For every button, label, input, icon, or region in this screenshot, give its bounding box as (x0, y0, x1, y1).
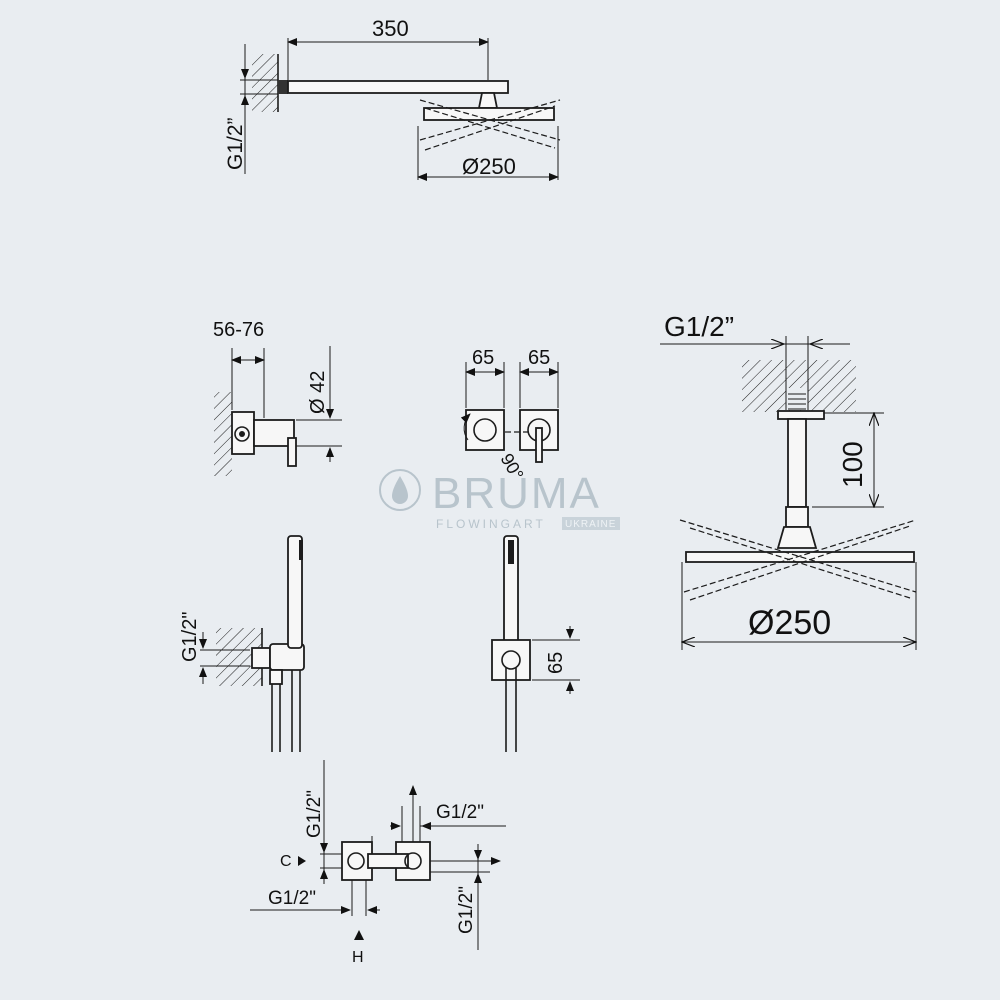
wall-hatch (252, 54, 278, 112)
mixer-side-view: 56-76 Ø 42 (213, 319, 342, 476)
label-cold: C (280, 853, 292, 870)
dim-plate-width-left: 65 (472, 347, 494, 369)
mixer-front-view: 65 65 90° (460, 347, 559, 484)
drop-logo-icon (379, 469, 421, 511)
ceiling-flange (777, 410, 825, 420)
ceiling-head-disc (685, 551, 915, 563)
bracket-plate (491, 639, 531, 681)
wall-shower-arm-view: 350 G1/2” Ø250 (224, 16, 561, 181)
box-bridge (367, 853, 409, 869)
dim-mixer-depth: 56-76 (213, 319, 264, 341)
watermark-tagline: FLOWINGART (436, 517, 546, 531)
wall-flange (278, 80, 288, 94)
dim-box-outlet-top: G1/2" (436, 802, 484, 823)
dim-rosette-diameter: Ø 42 (307, 371, 329, 414)
dim-handshower-thread: G1/2" (179, 612, 201, 662)
handshower-front-view: 65 (491, 535, 580, 752)
dim-plate-width-right: 65 (528, 347, 550, 369)
head-connector (785, 506, 809, 528)
watermark-brand: BRUMA (432, 469, 601, 518)
hose-nut (269, 669, 283, 685)
handshower-handle (287, 535, 303, 649)
dim-head-diameter-right: Ø250 (748, 604, 831, 642)
handshower-spray-face (299, 540, 303, 560)
watermark-region: UKRAINE (565, 519, 616, 530)
dim-box-outlet-left-up: G1/2" (304, 790, 325, 838)
mixer-lever (287, 437, 297, 467)
dim-arm-length: 350 (372, 16, 409, 41)
dim-box-inlet-bottom: G1/2" (268, 888, 316, 909)
ceiling-thread (788, 393, 806, 410)
diverter-plate (465, 409, 505, 451)
thermostat-lever (535, 427, 543, 463)
cold-arrow-icon (298, 856, 306, 866)
box-left-module (341, 841, 373, 881)
dim-wall-thread-top: G1/2” (224, 117, 247, 170)
label-hot: H (352, 949, 364, 966)
wall-outlet-thread (251, 647, 271, 669)
dim-bracket-height: 65 (545, 652, 567, 674)
handshower-front-spray (508, 540, 514, 564)
mixer-wall-hatch (214, 392, 232, 476)
concealed-box-view: G1/2" G1/2" C G1/2" H G1/2" (250, 760, 506, 966)
dim-head-diameter-top: Ø250 (462, 154, 516, 179)
hot-arrow-icon (354, 930, 364, 940)
dim-ceiling-drop: 100 (837, 441, 868, 488)
shower-arm (287, 80, 509, 94)
dim-rotation-angle: 90° (497, 450, 528, 484)
handshower-side-view: G1/2" (179, 535, 305, 752)
head-joint (477, 92, 499, 109)
ceiling-shower-view: G1/2” 100 Ø250 (660, 311, 916, 650)
wall-outlet-bracket (269, 643, 305, 671)
ceiling-drop-pipe (787, 418, 807, 508)
watermark-region-badge (562, 517, 620, 530)
mixer-rosette (253, 419, 295, 447)
head-swivel (776, 526, 818, 549)
dim-box-outlet-right: G1/2" (456, 886, 477, 934)
dim-ceiling-thread: G1/2” (664, 311, 734, 342)
